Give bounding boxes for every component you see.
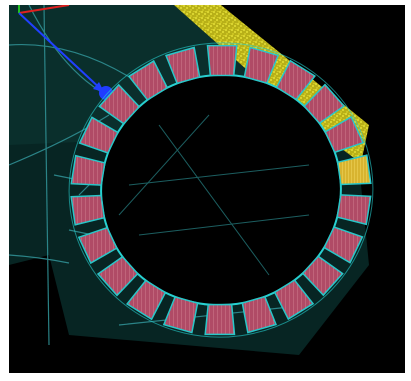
ring-module[interactable]	[70, 154, 106, 186]
ring-module[interactable]	[204, 303, 236, 336]
ring-module[interactable]	[126, 279, 167, 321]
ring-module[interactable]	[336, 194, 372, 226]
ring-outer-edge	[68, 42, 374, 338]
detector-ring	[68, 42, 374, 338]
ring-module[interactable]	[301, 255, 344, 297]
ring-module[interactable]	[127, 59, 169, 101]
ring-module[interactable]	[324, 115, 365, 154]
bore-wire-3	[118, 114, 210, 216]
ring-module[interactable]	[77, 226, 118, 265]
ring-module-highlighted[interactable]	[336, 154, 372, 186]
ring-module[interactable]	[162, 295, 199, 334]
ring-module[interactable]	[275, 59, 316, 101]
detector-scene	[9, 5, 374, 355]
ring-module[interactable]	[303, 83, 346, 125]
ring-module[interactable]	[96, 255, 139, 297]
ring-module[interactable]	[273, 279, 315, 321]
ring-module[interactable]	[241, 295, 277, 334]
ring-module[interactable]	[206, 44, 238, 77]
ring-module[interactable]	[243, 46, 280, 85]
3d-viewport[interactable]	[9, 5, 405, 373]
ring-module[interactable]	[165, 46, 201, 85]
ring-module[interactable]	[323, 226, 364, 264]
ring-module[interactable]	[78, 116, 119, 154]
ring-module[interactable]	[98, 83, 141, 125]
bore-wire-0	[128, 164, 310, 186]
ring-module[interactable]	[70, 194, 106, 226]
bore-wire-1	[138, 214, 310, 236]
